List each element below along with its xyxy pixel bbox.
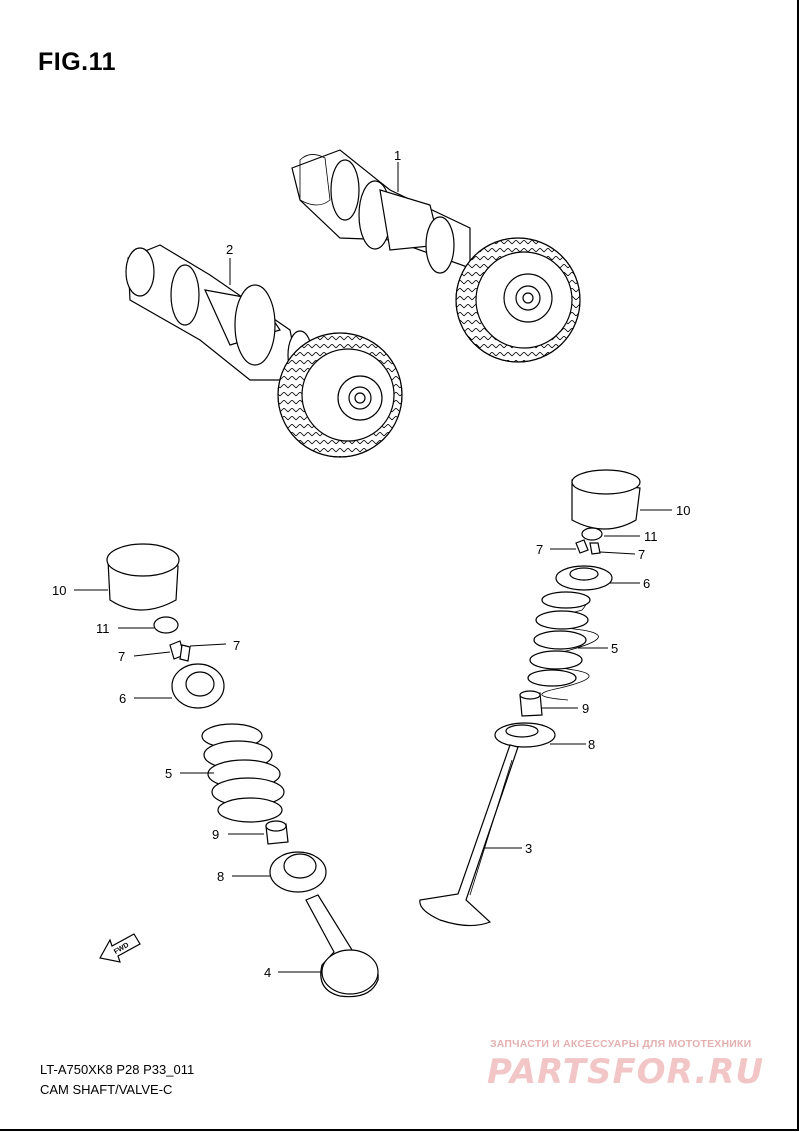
callout-numbers: 1 2 10 11 7 7 6 5 9 8 3 10 11 7 7 6 5 9 …	[52, 148, 690, 980]
callout-6-left: 6	[119, 691, 126, 706]
callout-6-right: 6	[643, 576, 650, 591]
callout-7-right-a: 7	[536, 542, 543, 557]
callout-9-left: 9	[212, 827, 219, 842]
callout-11-left: 11	[96, 621, 110, 636]
watermark-logo: PARTSFOR.RU	[487, 1052, 765, 1092]
callout-5-left: 5	[165, 766, 172, 781]
callout-5-right: 5	[611, 641, 618, 656]
callout-10-right: 10	[676, 503, 690, 518]
callout-2: 2	[226, 242, 233, 257]
callout-4: 4	[264, 965, 271, 980]
callout-1: 1	[394, 148, 401, 163]
diagram-code: LT-A750XK8 P28 P33_011	[40, 1062, 195, 1077]
callout-9-right: 9	[582, 701, 589, 716]
left-valve-assembly	[106, 543, 379, 998]
callout-7-right-b: 7	[638, 547, 645, 562]
callout-8-right: 8	[588, 737, 595, 752]
callout-7-left-b: 7	[233, 638, 240, 653]
callout-10-left: 10	[52, 583, 66, 598]
callout-7-left-a: 7	[118, 649, 125, 664]
camshaft-1	[291, 149, 581, 363]
right-valve-assembly	[419, 469, 641, 927]
figure-title: FIG.11	[38, 48, 117, 76]
callout-11-right: 11	[644, 529, 658, 544]
leader-lines	[74, 162, 672, 973]
camshaft-2	[125, 244, 403, 458]
callout-3: 3	[525, 841, 532, 856]
watermark-tagline: ЗАПЧАСТИ И АКСЕССУАРЫ ДЛЯ МОТОТЕХНИКИ	[490, 1038, 752, 1050]
diagram-caption: CAM SHAFT/VALVE-C	[40, 1082, 173, 1097]
forward-arrow: FWD	[99, 933, 141, 963]
callout-8-left: 8	[217, 869, 224, 884]
